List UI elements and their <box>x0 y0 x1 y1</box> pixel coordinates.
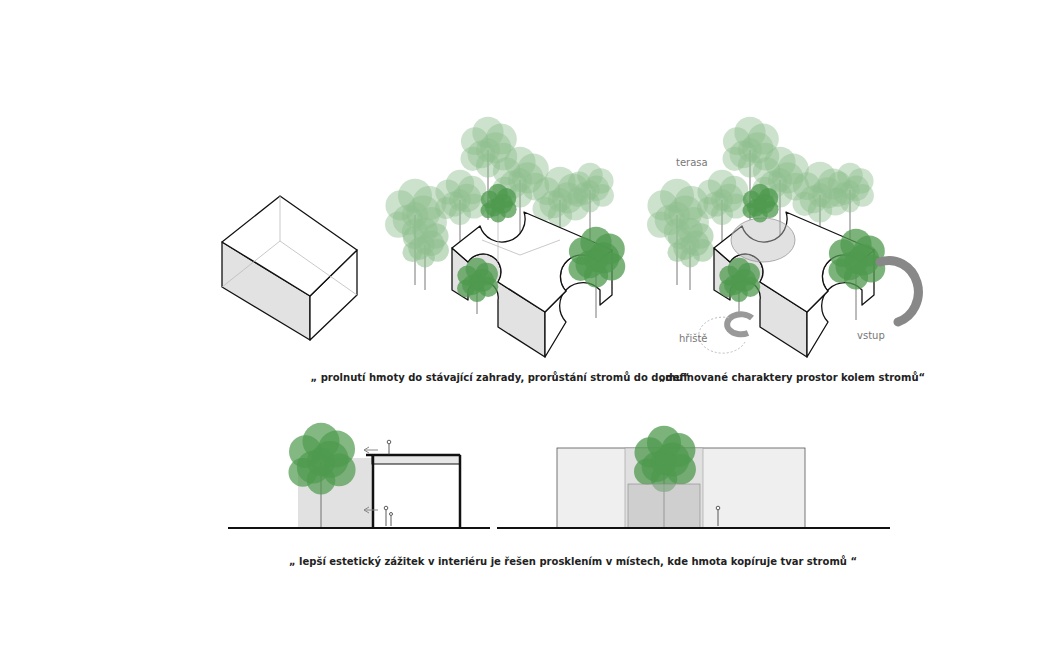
tree-canopy <box>457 184 885 320</box>
mass-with-defined-spaces <box>714 212 874 357</box>
canopy-blob <box>419 230 445 256</box>
canopy-blob <box>733 269 756 292</box>
space-label: vstup <box>857 330 885 342</box>
canopy-blob <box>848 244 879 275</box>
space-label: terasa <box>676 157 708 169</box>
mass-with-tree-cutouts <box>452 200 612 357</box>
canopy-blob <box>844 175 870 201</box>
playground-arc <box>727 314 752 334</box>
canopy-blob <box>715 184 743 212</box>
plain-mass <box>222 196 357 340</box>
canopy-blob <box>493 194 513 214</box>
canopy-blob <box>471 269 494 292</box>
section-drawing <box>228 423 490 528</box>
canopy-blob <box>312 441 349 478</box>
canopy-blob <box>755 194 775 214</box>
concept-caption: „definované charaktery prostor kolem str… <box>659 372 925 384</box>
space-label: hřiště <box>679 333 708 345</box>
concept-caption: „ lepší estetický zážitek v interiéru je… <box>289 556 857 568</box>
canopy-blob <box>655 443 689 477</box>
elevation-drawing <box>497 426 890 528</box>
canopy-blob <box>684 230 710 256</box>
canopy-blob <box>588 242 619 273</box>
canopy-blob <box>584 175 610 201</box>
concept-caption: „ prolnutí hmoty do stávající zahrady, p… <box>311 372 690 384</box>
entrance-arc <box>880 260 918 322</box>
canopy-blob <box>453 184 481 212</box>
